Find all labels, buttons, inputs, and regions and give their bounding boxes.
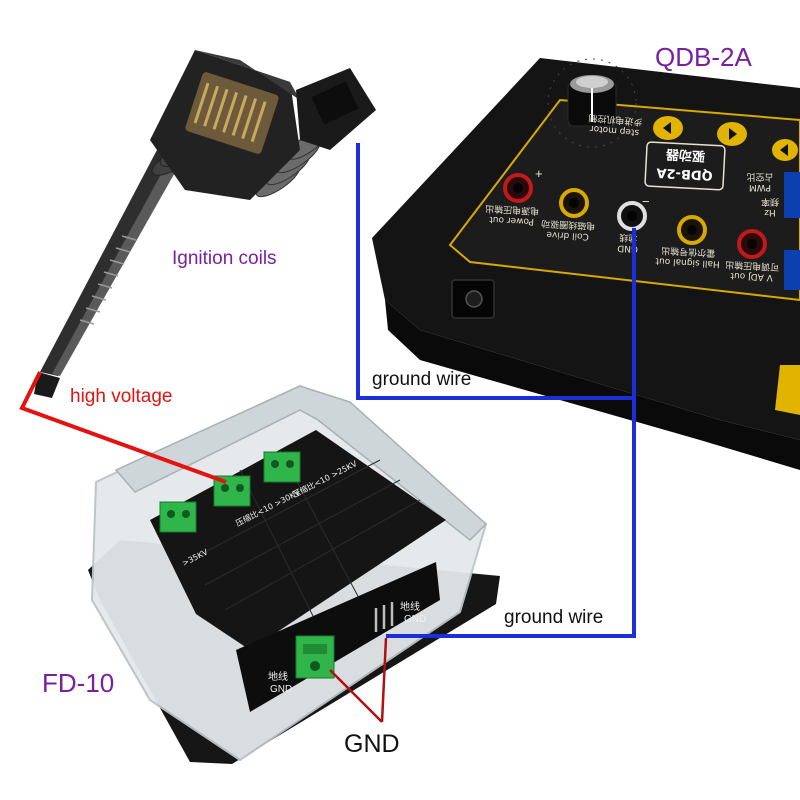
power-out-label: Power out <box>489 214 535 226</box>
lcd-display <box>784 172 800 218</box>
gnd-jack-label: GND <box>617 242 638 253</box>
hz-label-cn: 频率 <box>761 196 779 208</box>
hall-signal-jack <box>677 215 707 245</box>
gnd-pointer-left <box>329 669 383 723</box>
ignition-coils-label: Ignition coils <box>172 248 277 269</box>
arrow-button-1 <box>653 116 683 140</box>
plus-sign: + <box>535 166 543 181</box>
power-out-jack <box>503 173 533 203</box>
gnd-right-label: GND <box>404 614 426 625</box>
ground-wire-trunk <box>386 228 636 638</box>
side-tab <box>775 365 800 415</box>
gnd-header-pins <box>374 602 394 632</box>
adj-out-label-cn: 可调电压输出 <box>725 259 780 274</box>
arrow-button-3 <box>772 139 798 161</box>
gnd-terminal-green <box>295 635 335 679</box>
adjust-knob <box>547 58 637 148</box>
hv-terminal-1 <box>159 501 197 533</box>
minus-sign: − <box>642 194 650 209</box>
high-voltage-label: high voltage <box>70 386 172 407</box>
high-voltage-wire <box>19 371 227 484</box>
gnd-left-label-cn: 地线 <box>268 670 288 683</box>
ground-wire-label-bottom: ground wire <box>504 607 603 628</box>
ground-wire-coil <box>356 143 634 400</box>
pwm-label-cn: 占空比 <box>746 171 773 183</box>
gnd-jack <box>617 201 647 231</box>
gnd-right-label-cn: 地线 <box>400 600 420 613</box>
coil-drive-label-cn: 电磁线圈驱动 <box>541 218 596 233</box>
coil-drive-label: Coil drive <box>546 229 589 241</box>
ignition-coil <box>34 50 376 398</box>
qdb-2a-device: QDB-2A 驱动器 PWM 占空比 Hz 频率 step motor 步进电机… <box>372 58 800 470</box>
step-motor-label: step motor <box>589 123 639 137</box>
hv-terminal-3 <box>263 451 301 483</box>
arrow-button-2 <box>717 122 747 146</box>
gnd-label: GND <box>344 730 400 758</box>
fd-title: FD-10 <box>42 668 114 698</box>
device-label-plate <box>644 141 726 191</box>
adj-out-label: V ADJ out <box>730 270 773 282</box>
hz-label: Hz <box>764 207 776 217</box>
gnd-pointer-right <box>380 637 388 723</box>
screen-title: QDB-2A <box>656 164 713 182</box>
adj-out-jack <box>737 229 767 259</box>
screen-title-cn: 驱动器 <box>665 146 706 163</box>
power-out-label-cn: 电源电压输出 <box>485 203 540 218</box>
ground-wire-label-top: ground wire <box>372 369 471 390</box>
fd-10-device: >35KV 压缩比<10 >30KV 压缩比<10 >25KV <box>88 384 500 764</box>
pwm-label: PWM <box>749 182 771 192</box>
gnd-left-label: GND <box>270 684 292 695</box>
hall-signal-label: Hall signal out <box>655 255 720 268</box>
coil-drive-jack <box>559 188 589 218</box>
qdb-title: QDB-2A <box>655 42 752 72</box>
hall-signal-label-cn: 霍尔信号输出 <box>661 245 716 260</box>
